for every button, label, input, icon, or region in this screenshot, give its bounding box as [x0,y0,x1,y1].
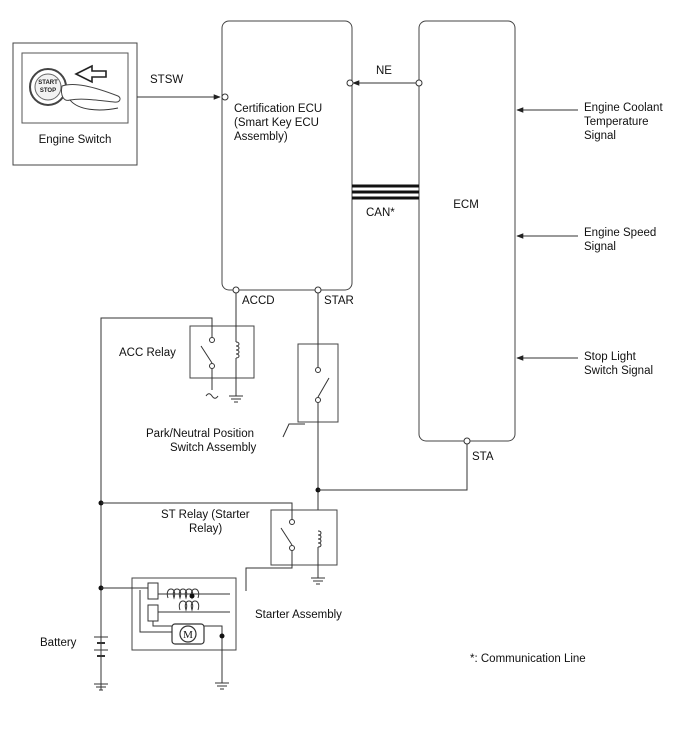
park-neutral-label-line1: Park/Neutral Position [146,428,254,440]
speed-label-line1: Engine Speed [584,227,656,239]
cert-ecu-label-line3: Assembly) [234,131,288,143]
star-terminal [314,286,322,294]
st-relay [270,509,338,566]
stsw-terminal [221,93,229,101]
can-label: CAN* [366,207,395,219]
coolant-label-line2: Temperature [584,116,649,128]
motor-feed-wire [139,590,172,633]
stop-light-label-line1: Stop Light [584,351,637,363]
acc-output-icon [205,393,219,399]
acc-relay-label: ACC Relay [119,347,176,359]
st-relay-coil-icon [317,530,322,548]
speed-label-line2: Signal [584,241,616,253]
starter-contact-lower [147,604,159,622]
battery-label: Battery [40,637,77,649]
switch-start-text: START [38,80,58,86]
park-neutral-leader [282,423,305,438]
sta-wire [318,444,468,491]
coil-junction [189,593,195,599]
ecm-box [418,20,516,442]
coolant-label-line3: Signal [584,130,616,142]
certification-ecu: Certification ECU (Smart Key ECU Assembl… [221,20,353,291]
ne-ecu-terminal [346,79,354,87]
star-label: STAR [324,295,354,307]
switch-stop-text: STOP [40,88,56,94]
accd-label: ACCD [242,295,275,307]
motor-circle-icon [179,625,197,643]
st-relay-label-line1: ST Relay (Starter [161,509,250,521]
starter-contact-upper [147,582,159,600]
starter-assembly-label: Starter Assembly [255,609,342,621]
park-neutral-label-line2: Switch Assembly [170,442,257,454]
hand-outline-icon [69,99,119,111]
start-stop-button-icon: START STOP [29,68,67,106]
motor-junction [219,633,225,639]
st-relay-label-line2: Relay) [189,523,222,535]
acc-relay-contact-icon [200,345,213,364]
engine-switch: START STOP Engine Switch [12,42,138,166]
ecm-label: ECM [453,199,479,211]
stop-light-label-line2: Switch Signal [584,365,653,377]
stsw-label: STSW [150,74,183,86]
ground-icon [215,682,229,690]
sta-label: STA [472,451,494,463]
can-bus [352,184,419,200]
footnote-text: *: Communication Line [470,653,586,665]
cert-ecu-label-line1: Certification ECU [234,103,322,115]
park-neutral-contact-icon [317,377,330,398]
certification-ecu-box [221,20,353,291]
st-relay-contact-icon [280,527,293,546]
ecm: ECM [418,20,516,442]
hold-coil-icon [178,600,200,612]
acc-relay-box [189,325,255,379]
coolant-label-line1: Engine Coolant [584,102,663,114]
motor-symbol-text: M [183,629,193,641]
st-solenoid-wire [245,551,293,591]
ne-label: NE [376,65,392,77]
st-relay-box [270,509,338,566]
ground-icon [94,683,108,691]
ne-ecm-terminal [415,79,423,87]
battery-symbol-icon [94,636,108,657]
accd-terminal [232,286,240,294]
engine-switch-label: Engine Switch [39,134,112,146]
acc-relay-coil-icon [235,341,240,359]
starter-assembly: M [98,577,237,651]
ground-icon [311,577,325,585]
press-arrow-icon [74,64,107,84]
finger-icon [61,83,121,103]
sta-terminal [463,437,471,445]
ground-icon [229,395,243,403]
battery-st-wire [101,502,293,519]
acc-relay [189,325,255,379]
cert-ecu-label-line2: (Smart Key ECU [234,117,319,129]
